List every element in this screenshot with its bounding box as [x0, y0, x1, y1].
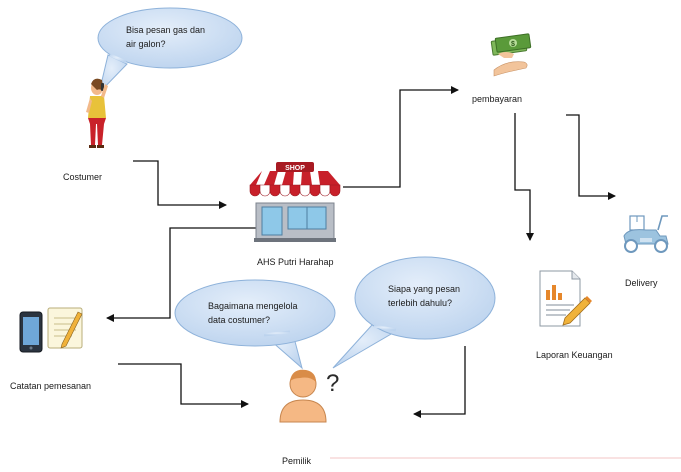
node-label-shop: AHS Putri Harahap — [257, 257, 334, 267]
node-label-costumer: Costumer — [63, 172, 103, 182]
delivery-scooter-icon — [623, 215, 669, 253]
person-question-icon: ? — [279, 369, 339, 423]
shop-icon: SHOP — [249, 162, 341, 242]
node-label-notes: Catatan pemesanan — [10, 381, 92, 391]
arrow-shop-to-payment — [343, 86, 459, 188]
shop-sign-text: SHOP — [285, 165, 305, 172]
arrow-shop-to-notes — [106, 227, 258, 322]
bubble-owner-question-2-line-2: terlebih dahulu? — [388, 298, 453, 308]
woman-on-phone-icon — [86, 78, 108, 148]
money-hand-icon: $ — [490, 33, 532, 77]
bubble-owner-question-2-text: Siapa yang pesan terlebih dahulu? — [388, 282, 460, 310]
node-label-owner: Pemilik — [282, 456, 312, 466]
owner-question-mark: ? — [326, 370, 339, 397]
bubble-customer-question-text: Bisa pesan gas dan air galon? — [126, 23, 205, 51]
arrow-payment-to-delivery — [566, 114, 616, 200]
bubble-owner-question-1 — [174, 279, 336, 370]
arrow-payment-to-finance — [514, 113, 534, 241]
arrow-notes-to-owner — [118, 363, 249, 408]
phone-notepad-icon — [19, 307, 83, 353]
bubble-owner-question-1-line-2: data costumer? — [208, 315, 271, 325]
bubble-owner-question-1-line-1: Bagaimana mengelola — [208, 301, 298, 311]
report-document-icon — [539, 270, 592, 327]
node-label-delivery: Delivery — [625, 278, 658, 288]
bubble-customer-question-line-1: Bisa pesan gas dan — [126, 25, 206, 35]
bubble-owner-question-2-line-1: Siapa yang pesan — [388, 284, 461, 294]
arrow-finance-to-owner — [413, 346, 466, 418]
money-currency-mark: $ — [511, 41, 515, 48]
bubble-owner-question-1-text: Bagaimana mengelola data costumer? — [208, 299, 298, 327]
bubble-customer-question — [97, 7, 243, 95]
arrow-costumer-to-shop — [133, 160, 227, 209]
bubble-customer-question-line-2: air galon? — [126, 39, 166, 49]
flow-arrows — [106, 86, 616, 418]
node-label-finance: Laporan Keuangan — [536, 350, 613, 360]
bubble-owner-question-2 — [332, 256, 496, 369]
node-label-payment: pembayaran — [472, 94, 523, 104]
